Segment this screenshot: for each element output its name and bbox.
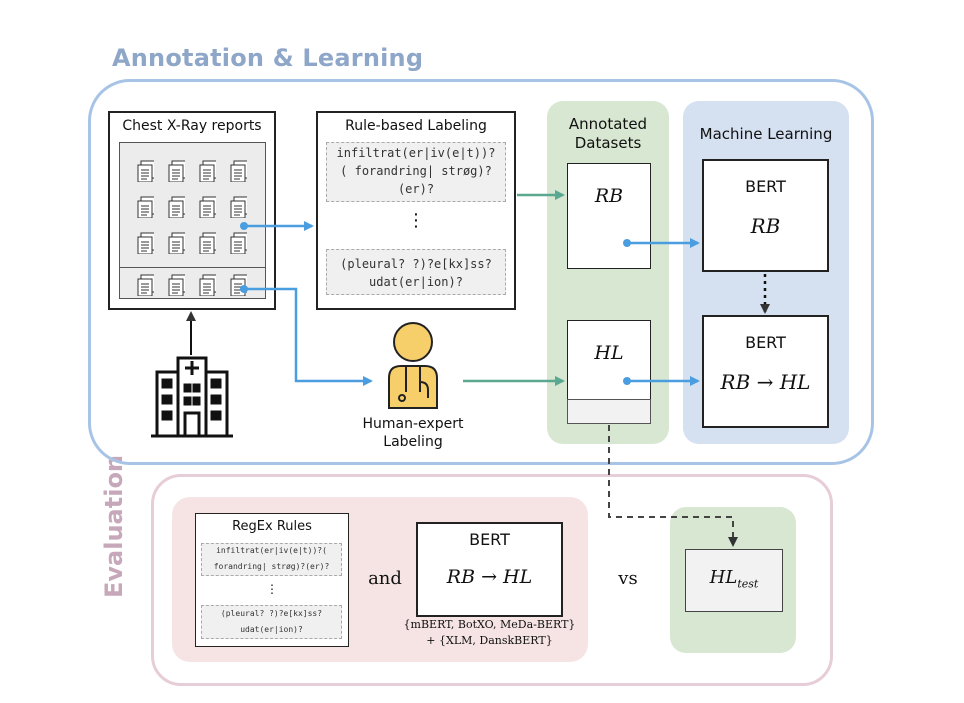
bert-eval-box	[416, 522, 563, 617]
document-icon	[137, 196, 154, 218]
rule-based-labeling-title: Rule-based Labeling	[345, 118, 487, 134]
models-line1: {mBERT, BotXO, MeDa-BERT}	[403, 618, 576, 631]
bert-rb-box	[702, 159, 829, 272]
rule-2-line-1: (pleural? ?)?e[kx]ss?	[340, 257, 492, 271]
regex-2-line-1: (pleural? ?)?e[kx]ss?	[220, 609, 323, 618]
hl-test-label: HLtest	[685, 567, 783, 591]
arrow-split-to-hltest	[608, 425, 738, 547]
section-title-annotation: Annotation & Learning	[112, 44, 424, 72]
models-line2: + {XLM, DanskBERT}	[426, 634, 553, 647]
document-icon	[230, 160, 247, 182]
document-icon	[168, 274, 185, 296]
hl-test-subscript: test	[737, 577, 759, 591]
annotation-learning-region	[88, 79, 874, 465]
document-icon	[137, 232, 154, 254]
bert-eval-title: BERT	[469, 530, 510, 549]
bert-rb-hl-title: BERT	[745, 333, 786, 352]
hl-test-box	[685, 549, 783, 612]
document-icon	[137, 160, 154, 182]
annotated-title-line1: Annotated	[568, 115, 648, 133]
rule-2-line-2: udat(er|ion)?	[369, 275, 463, 289]
hl-dataset-label: HL	[594, 342, 624, 364]
arrow-reports-to-rules	[240, 221, 314, 231]
regex-snippet-2	[201, 605, 342, 639]
regex-rules-title: RegEx Rules	[232, 519, 312, 534]
document-icon	[168, 196, 185, 218]
document-icon	[199, 232, 216, 254]
regex-1-line-2: forandring| strøg)?(er)?	[213, 562, 330, 571]
machine-learning-title: Machine Learning	[699, 125, 833, 143]
human-expert-label-line2: Labeling	[383, 434, 443, 450]
bert-rb-title: BERT	[745, 177, 786, 196]
regex-ellipsis: ⋮	[266, 582, 278, 596]
rule-snippet-2	[326, 249, 506, 295]
arrow-reports-to-human	[240, 285, 373, 386]
document-icon	[168, 160, 185, 182]
rule-ellipsis: ⋮	[407, 210, 425, 231]
bert-rb-math: RB	[750, 214, 781, 238]
document-icon	[199, 274, 216, 296]
rule-1-line-2: ( forandring| strøg)?	[340, 164, 492, 178]
human-expert-label-line1: Human-expert	[362, 416, 464, 432]
rule-1-line-1: infiltrat(er|iv(e|t))?	[336, 146, 496, 160]
rule-1-line-3: (er)?	[397, 182, 435, 196]
rule-snippet-1	[326, 142, 506, 202]
chest-xray-reports-title: Chest X-Ray reports	[122, 118, 262, 134]
document-icon	[230, 196, 247, 218]
hospital-icon	[151, 356, 233, 438]
rb-dataset-box	[567, 163, 651, 269]
bert-rb-hl-math: RB → HL	[720, 370, 811, 394]
document-icon	[199, 196, 216, 218]
hl-test-split	[567, 399, 651, 424]
and-text: and	[368, 568, 402, 589]
hl-test-main: HL	[709, 567, 738, 588]
arrow-rb-to-bert	[623, 238, 700, 248]
annotated-title-line2: Datasets	[574, 134, 642, 152]
evaluation-region	[151, 474, 833, 686]
doctor-icon	[388, 322, 438, 409]
document-icon	[199, 160, 216, 182]
hl-dataset-box	[567, 320, 651, 400]
document-icon	[137, 274, 154, 296]
regex-2-line-2: udat(er|ion)?	[240, 625, 303, 634]
bert-eval-math: RB → HL	[446, 566, 533, 588]
arrow-hl-to-bert	[623, 376, 700, 386]
regex-1-line-1: infiltrat(er|iv(e|t))?(	[216, 546, 327, 555]
rb-dataset-label: RB	[594, 185, 624, 207]
vs-text: vs	[618, 568, 638, 589]
bert-rb-hl-box	[702, 315, 829, 428]
document-icon	[230, 232, 247, 254]
document-icon	[168, 232, 185, 254]
regex-snippet-1	[201, 543, 342, 576]
